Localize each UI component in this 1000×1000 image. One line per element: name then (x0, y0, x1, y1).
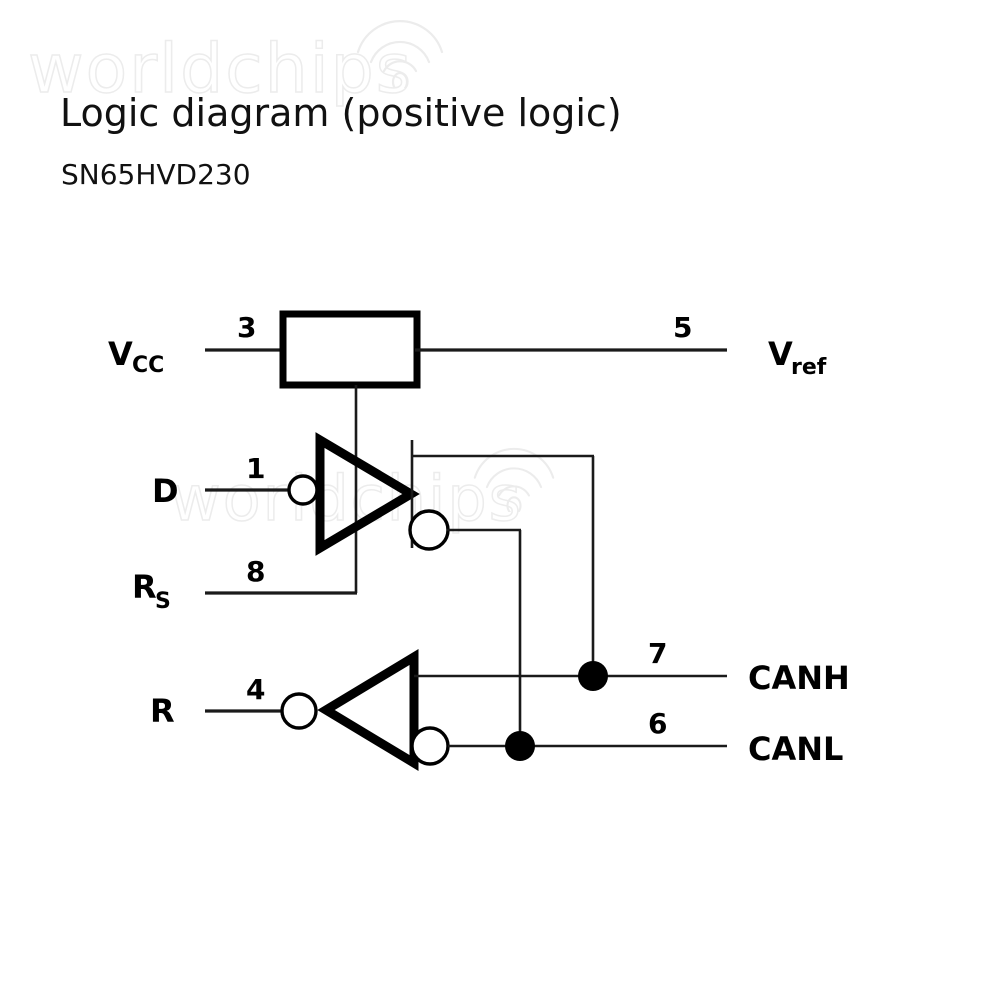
pin-number-7: 7 (648, 637, 667, 670)
label-d: D (152, 472, 179, 510)
label-canh: CANH (748, 659, 850, 697)
label-rs-base: R (132, 568, 157, 606)
page-title: Logic diagram (positive logic) (60, 91, 622, 135)
driver-input-bubble-icon (287, 474, 319, 506)
label-vref-base: V (768, 335, 793, 373)
pin-number-3: 3 (237, 311, 256, 344)
receiver-input-bubble-icon (410, 726, 450, 766)
receiver-comparator (317, 649, 419, 771)
pin-number-1: 1 (246, 452, 265, 485)
label-vref-sub: ref (791, 355, 827, 380)
label-vcc-sub: CC (132, 353, 164, 378)
label-rs-sub: S (155, 589, 171, 614)
pin-number-4: 4 (246, 673, 265, 706)
pin-number-5: 5 (673, 311, 692, 344)
canl-junction-dot (505, 731, 535, 761)
reference-block (279, 310, 421, 389)
label-canl: CANL (748, 730, 843, 768)
receiver-output-bubble-icon (280, 692, 318, 730)
label-vcc-base: V (108, 335, 133, 373)
driver-output-bubble-icon (408, 509, 450, 551)
pin-number-6: 6 (648, 707, 667, 740)
canh-junction-dot (578, 661, 608, 691)
pin-number-8: 8 (246, 555, 265, 588)
label-r: R (150, 692, 175, 730)
driver-buffer (315, 432, 420, 556)
page-subtitle: SN65HVD230 (61, 158, 251, 191)
